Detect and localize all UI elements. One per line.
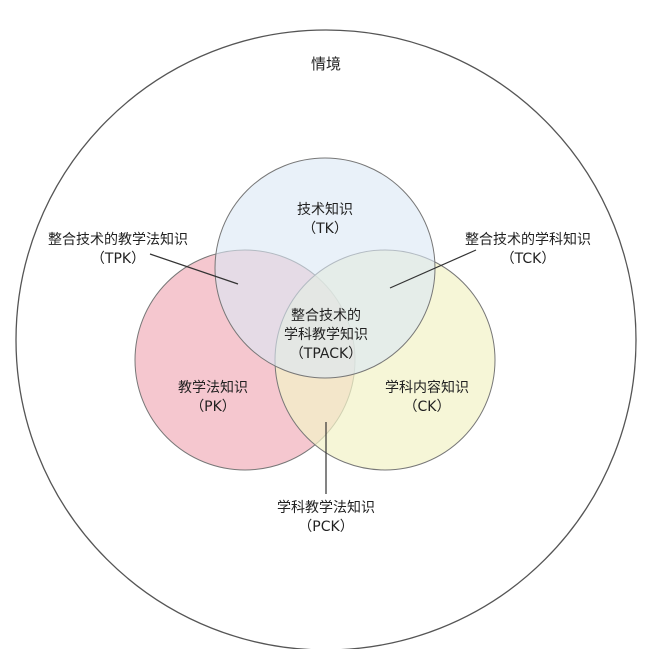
tk-name: 技术知识 xyxy=(297,201,353,218)
tpk-abbr: （TPK） xyxy=(91,251,145,267)
pck-label: 学科教学法知识 （PCK） xyxy=(277,499,375,535)
pck-name: 学科教学法知识 xyxy=(277,499,375,516)
tck-leader-line xyxy=(389,249,477,289)
tpk-label: 整合技术的教学法知识 （TPK） xyxy=(48,231,188,267)
leader-lines xyxy=(149,249,477,494)
tck-name: 整合技术的学科知识 xyxy=(465,231,591,248)
ck-label: 学科内容知识 （CK） xyxy=(385,379,469,415)
tpack-abbr: （TPACK） xyxy=(290,346,362,362)
tpack-label: 整合技术的 学科教学知识 （TPACK） xyxy=(284,308,368,362)
tpk-leader-line xyxy=(149,253,239,285)
tck-label: 整合技术的学科知识 （TCK） xyxy=(465,231,591,267)
tpk-name: 整合技术的教学法知识 xyxy=(48,231,188,248)
pk-label: 教学法知识 （PK） xyxy=(178,379,248,415)
ck-name: 学科内容知识 xyxy=(385,379,469,396)
set-circles xyxy=(134,157,496,471)
tk-label: 技术知识 （TK） xyxy=(297,201,353,237)
context-label: 情境 xyxy=(311,55,341,73)
tk-circle xyxy=(214,157,436,379)
pk-abbr: （PK） xyxy=(190,399,236,415)
tpack-line1: 整合技术的 xyxy=(291,308,361,324)
tck-abbr: （TCK） xyxy=(501,251,556,267)
pck-abbr: （PCK） xyxy=(298,519,353,535)
ck-abbr: （CK） xyxy=(404,399,451,415)
tpack-line2: 学科教学知识 xyxy=(284,326,368,343)
tk-abbr: （TK） xyxy=(302,221,348,237)
pk-name: 教学法知识 xyxy=(178,379,248,396)
